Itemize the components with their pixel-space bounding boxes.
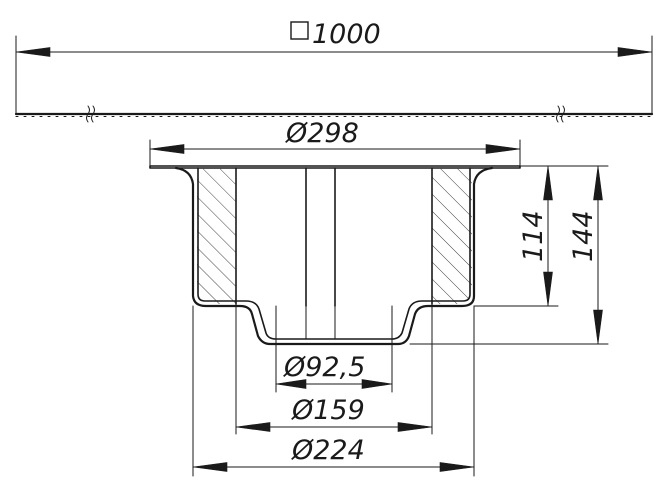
arrow-up-icon [593,165,603,201]
overall-width-dimension: 1000 [15,19,653,115]
arrow-right-icon [397,422,433,432]
outlet-diameter-dimension: Ø92,5 [275,338,393,393]
left-wall-hatch [197,168,236,304]
right-wall-hatch [432,168,472,304]
inner-diameter-label: Ø159 [291,395,365,426]
arrow-left-icon [275,379,307,389]
break-mark-right-icon [556,105,565,123]
inner-contour [197,167,471,340]
drain-body-section [149,165,521,346]
arrow-right-icon [485,144,521,154]
inner-diameter-dimension: Ø159 [235,303,433,435]
outer-diameter-label: Ø224 [291,435,365,466]
plate-sheet [14,105,654,123]
arrow-right-icon [361,379,393,389]
arrow-left-icon [15,47,51,57]
outlet-diameter-label: Ø92,5 [283,352,365,383]
break-mark-left-icon [86,105,95,123]
flange-diameter-label: Ø298 [285,118,359,149]
overall-width-label: 1000 [312,19,381,50]
arrow-left-icon [235,422,271,432]
arrow-right-icon [439,462,475,472]
depth-total-label: 144 [568,210,599,262]
square-symbol-icon [290,21,309,40]
depth-inner-label: 114 [518,210,549,262]
flange-diameter-dimension: Ø298 [149,118,521,167]
depth-inner-dimension: 114 [473,165,609,307]
outer-contour [174,166,494,346]
arrow-down-icon [593,309,603,345]
arrow-right-icon [617,47,653,57]
arrow-left-icon [149,144,185,154]
flange-plate [149,165,521,169]
arrow-left-icon [192,462,228,472]
depth-total-dimension: 144 [409,165,609,345]
arrow-up-icon [543,165,553,201]
arrow-down-icon [543,271,553,307]
outer-diameter-dimension: Ø224 [192,305,475,477]
